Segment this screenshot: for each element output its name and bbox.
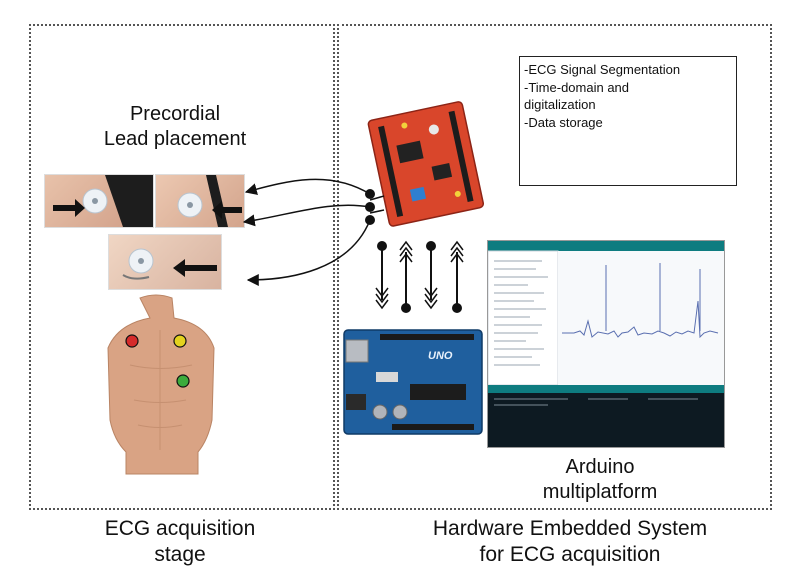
- lead-wire-3: [246, 219, 371, 286]
- red-electrode-icon: [125, 334, 139, 348]
- data-link-down-1: [375, 241, 389, 310]
- lead-placement-title: Precordial Lead placement: [60, 102, 290, 152]
- embedded-caption-line1: Hardware Embedded System: [432, 517, 708, 540]
- green-electrode-icon: [176, 374, 190, 388]
- electrode-photo-3-drawing: [122, 248, 217, 280]
- lead-wire-2: [242, 204, 371, 227]
- uno-board-label: UNO: [428, 350, 453, 362]
- electrode-photo-2-drawing: [177, 175, 242, 227]
- processing-notes-box: -ECG Signal Segmentation -Time-domain an…: [519, 56, 737, 186]
- electrode-photo-1-drawing: [53, 175, 153, 227]
- lead-wire-1: [244, 178, 371, 195]
- note-time-domain: -Time-domain and: [524, 79, 630, 95]
- electrode-photo-2: [155, 174, 245, 228]
- embedded-caption-line2: for ECG acquisition: [479, 543, 661, 567]
- data-link-up-1: [399, 240, 413, 313]
- acquisition-stage-panel: [29, 24, 335, 510]
- arduino-platform-label: Arduino multiplatform: [500, 455, 700, 505]
- acquisition-stage-caption: ECG acquisition stage: [40, 516, 320, 569]
- note-data-storage: -Data storage: [524, 114, 603, 130]
- platform-label-line1: Arduino: [565, 456, 635, 478]
- electrode-photo-3: [108, 234, 222, 290]
- note-segmentation: -ECG Signal Segmentation: [524, 62, 681, 77]
- data-link-up-2: [450, 240, 464, 313]
- embedded-system-caption: Hardware Embedded System for ECG acquisi…: [380, 516, 760, 569]
- acquisition-caption-line2: stage: [154, 543, 206, 567]
- lead-title-line2: Lead placement: [103, 128, 247, 150]
- acquisition-caption-line1: ECG acquisition: [104, 517, 256, 540]
- electrode-photo-1: [44, 174, 154, 228]
- lead-title-line1: Precordial: [129, 103, 221, 125]
- embedded-system-panel: [337, 24, 772, 510]
- arduino-ide-monitor: [487, 240, 725, 448]
- platform-label-line2: multiplatform: [542, 481, 658, 503]
- serial-plotter-drawing: [488, 241, 724, 447]
- data-link-down-2: [424, 241, 438, 310]
- note-digitalization: digitalization: [524, 97, 596, 113]
- yellow-electrode-icon: [173, 334, 187, 348]
